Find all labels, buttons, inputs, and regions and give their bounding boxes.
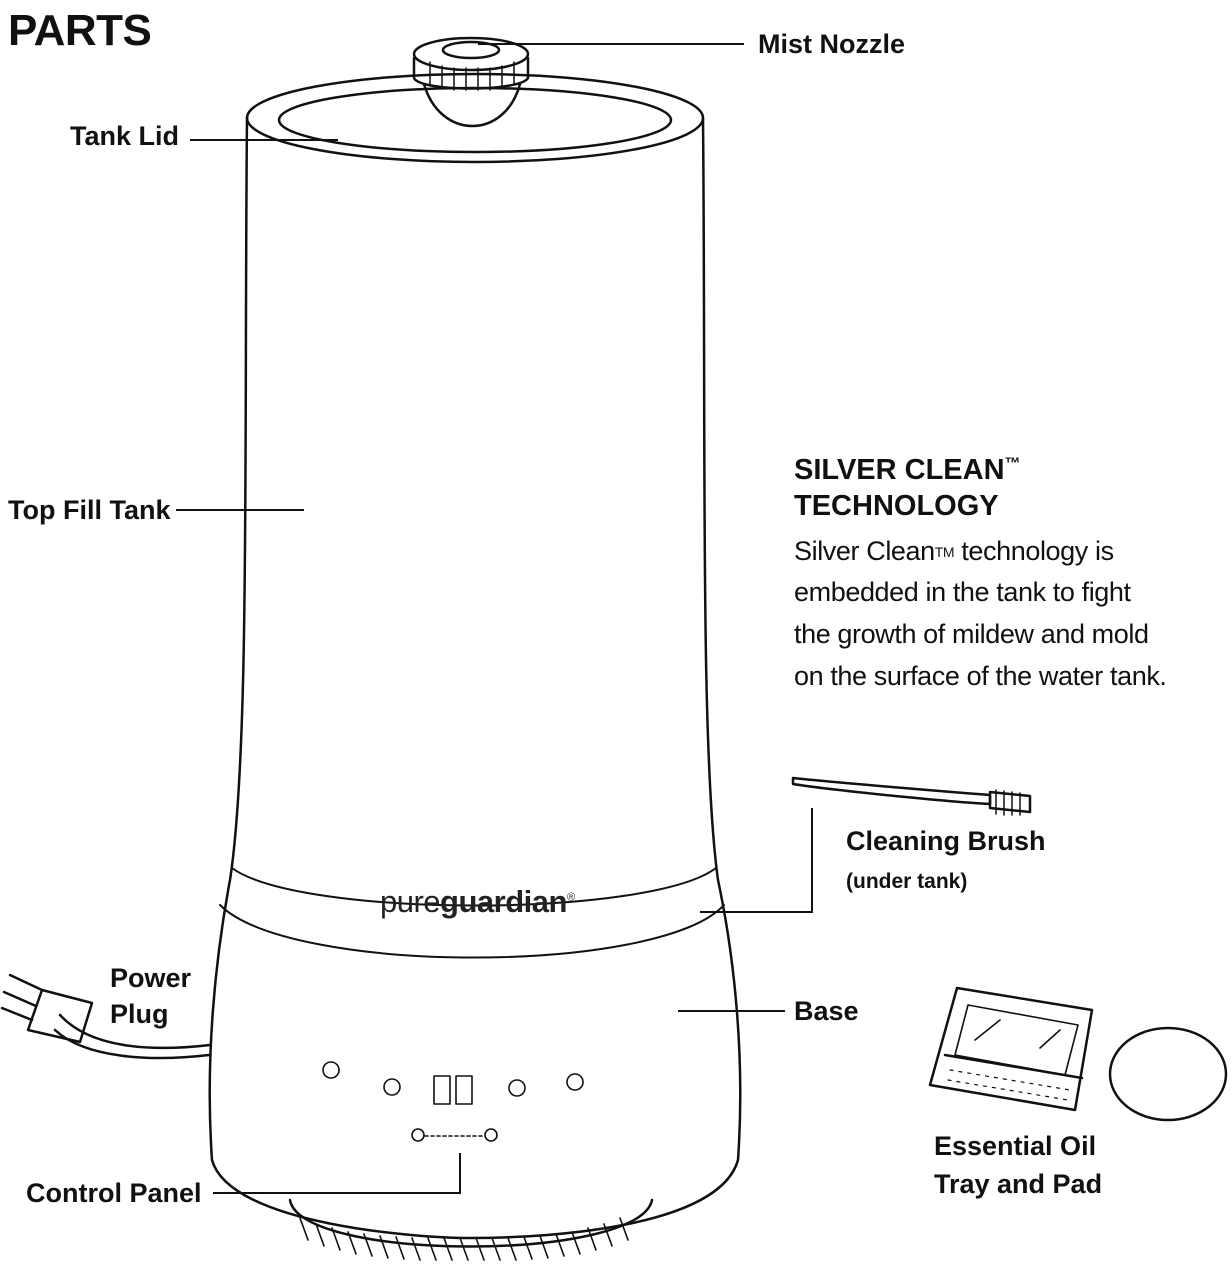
label-power-plug: Power Plug (110, 960, 191, 1033)
control-panel-buttons (323, 1062, 583, 1141)
tank-lid-inner-rim (279, 88, 671, 152)
leader-control-panel (213, 1153, 460, 1193)
page-title: PARTS (8, 6, 151, 56)
label-mist-nozzle: Mist Nozzle (758, 27, 905, 62)
tank-body-outline (210, 118, 741, 1238)
label-base: Base (794, 994, 859, 1029)
silver-clean-section: SILVER CLEAN™ TECHNOLOGY Silver CleanTM … (794, 452, 1229, 698)
label-top-fill-tank: Top Fill Tank (8, 493, 171, 528)
label-cleaning-brush: Cleaning Brush (846, 824, 1046, 859)
cleaning-brush-illustration (793, 778, 1030, 815)
label-tank-lid: Tank Lid (70, 119, 179, 154)
brand-logo: pureguardian® (380, 884, 575, 920)
silver-clean-description: Silver CleanTM technology is embedded in… (794, 531, 1229, 698)
label-essential-oil-tray-and-pad: Essential Oil Tray and Pad (934, 1128, 1102, 1204)
label-cleaning-brush-note: (under tank) (846, 868, 967, 895)
base-foot (290, 1200, 652, 1247)
silver-clean-heading: SILVER CLEAN™ (794, 452, 1229, 488)
essential-oil-tray-illustration (930, 988, 1092, 1110)
silver-clean-heading-line2: TECHNOLOGY (794, 488, 1229, 524)
label-control-panel: Control Panel (26, 1176, 202, 1211)
essential-oil-pad-illustration (1110, 1028, 1226, 1120)
